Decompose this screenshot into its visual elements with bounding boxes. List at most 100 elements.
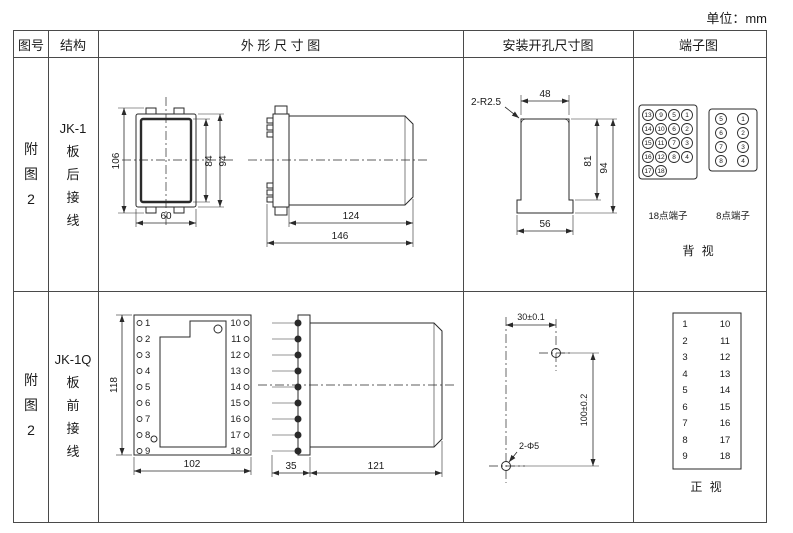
terminal-number: 15 xyxy=(720,402,731,413)
terminal-number: 12 xyxy=(657,154,665,161)
inner-frame xyxy=(159,320,227,448)
header-outline-dims: 外 形 尺 寸 图 xyxy=(240,37,321,53)
view-label-front: 正 视 xyxy=(690,479,723,494)
terminal-number: 4 xyxy=(682,369,687,380)
terminal-number: 2 xyxy=(741,130,745,137)
terminal-number: 2 xyxy=(685,126,689,133)
label-8-point: 8点端子 xyxy=(716,210,750,222)
panel-cutout xyxy=(516,118,574,214)
terminal-number: 13 xyxy=(644,112,652,119)
dim-106: 106 xyxy=(111,152,122,169)
dim-30: 30±0.1 xyxy=(517,312,544,322)
hole-pattern xyxy=(489,317,573,483)
side-view xyxy=(248,105,430,216)
dim-118: 118 xyxy=(109,377,120,393)
hole-diameter-note: 2-Φ5 xyxy=(519,441,539,451)
terminal-number: 18 xyxy=(720,451,731,462)
terminal-block-18: 13 9 5 1 14 10 6 2 15 11 7 3 16 12 8 4 1… xyxy=(638,104,698,180)
table-gridline xyxy=(633,31,634,522)
terminal-number: 7 xyxy=(682,418,687,429)
row2-terminal-diagram: 1 10 2 11 3 12 4 13 5 14 6 15 7 16 8 17 … xyxy=(672,312,742,494)
dim-35: 35 xyxy=(285,461,297,472)
terminal-number: 12 xyxy=(720,352,731,363)
table-gridline xyxy=(14,57,766,58)
terminal-number: 5 xyxy=(682,385,687,396)
terminal-number: 10 xyxy=(657,126,665,133)
dim-60: 60 xyxy=(160,211,172,222)
terminal-number: 16 xyxy=(644,154,652,161)
row1-fig-no: 附 图 2 xyxy=(24,140,38,207)
label-18-point: 18点端子 xyxy=(648,210,688,222)
relay-cover-front xyxy=(139,117,193,204)
terminal-number: 12 xyxy=(230,350,241,361)
dim-94-mounting: 94 xyxy=(599,162,610,174)
terminal-block-8: 5 1 6 2 7 3 8 4 xyxy=(708,108,758,172)
terminal-number: 10 xyxy=(230,318,241,329)
terminal-number: 16 xyxy=(720,418,731,429)
dim-94: 94 xyxy=(218,155,229,167)
terminal-number: 5 xyxy=(672,112,676,119)
terminal-number: 4 xyxy=(685,154,689,161)
relay-body-front xyxy=(135,113,197,208)
table-gridline xyxy=(463,31,464,522)
mounting-hole xyxy=(501,461,511,471)
row2-mounting-drawing: 30±0.1 100±0.2 2-Φ5 xyxy=(489,312,599,483)
front-view: 1 2 3 4 5 6 7 8 9 10 11 12 13 14 15 16 1… xyxy=(133,314,252,457)
row1-terminal-diagram: 13 9 5 1 14 10 6 2 15 11 7 3 16 12 8 4 1… xyxy=(638,104,758,258)
cutout-dims: 2-R2.5 48 81 94 56 xyxy=(471,89,617,235)
terminal-number: 7 xyxy=(145,414,150,425)
terminal-number: 6 xyxy=(682,402,687,413)
terminal-number: 14 xyxy=(644,126,652,133)
row2-outline-drawing: 1 2 3 4 5 6 7 8 9 10 11 12 13 14 15 16 1… xyxy=(109,314,456,477)
terminal-number: 9 xyxy=(659,112,663,119)
terminal-number: 14 xyxy=(230,382,241,393)
header-mounting-dims: 安装开孔尺寸图 xyxy=(502,37,594,53)
terminal-number: 3 xyxy=(682,352,687,363)
unit-label: 单位：mm xyxy=(706,11,767,26)
dim-84: 84 xyxy=(204,155,215,167)
terminal-number: 11 xyxy=(720,336,730,347)
dim-56: 56 xyxy=(539,219,551,230)
terminal-number: 6 xyxy=(719,130,723,137)
terminal-number: 1 xyxy=(685,112,689,119)
terminal-number: 17 xyxy=(644,168,652,175)
header-structure: 结构 xyxy=(59,37,86,53)
row1-mounting-drawing: 2-R2.5 48 81 94 56 xyxy=(471,89,617,235)
terminal-table: 1 10 2 11 3 12 4 13 5 14 6 15 7 16 8 17 … xyxy=(672,312,742,470)
terminal-number: 8 xyxy=(145,430,150,441)
dim-102: 102 xyxy=(184,459,201,470)
front-view-dims: 106 84 94 60 xyxy=(111,107,229,227)
terminal-number: 10 xyxy=(720,319,731,330)
terminal-number: 7 xyxy=(719,144,723,151)
screw-hole xyxy=(150,435,158,443)
side-view-dims: 35 121 xyxy=(271,441,443,477)
terminal-number: 11 xyxy=(231,334,241,345)
terminal-number: 4 xyxy=(145,366,150,377)
dim-100: 100±0.2 xyxy=(579,394,589,426)
terminal-number: 5 xyxy=(719,116,723,123)
row2-structure: JK-1Q 板 前 接 线 xyxy=(54,352,92,459)
screw-hole xyxy=(213,324,223,334)
terminal-number: 18 xyxy=(230,446,241,457)
row2-fig-no: 附 图 2 xyxy=(24,372,38,438)
dim-121: 121 xyxy=(368,461,385,472)
terminal-number: 16 xyxy=(230,414,241,425)
view-label-back: 背 视 xyxy=(682,243,715,258)
terminal-number: 7 xyxy=(672,140,676,147)
terminal-number: 9 xyxy=(682,451,687,462)
side-view xyxy=(258,314,456,456)
row1-structure: JK-1 板 后 接 线 xyxy=(59,120,87,228)
terminal-number: 3 xyxy=(741,144,745,151)
terminal-number: 13 xyxy=(230,366,241,377)
terminal-number: 11 xyxy=(658,140,665,147)
dim-81: 81 xyxy=(583,155,594,167)
relay-body-front xyxy=(133,314,252,456)
terminal-number: 3 xyxy=(685,140,689,147)
terminal-number: 8 xyxy=(682,435,687,446)
terminal-number: 1 xyxy=(741,116,745,123)
row1-outline-drawing: 106 84 94 60 xyxy=(111,97,430,247)
terminal-number: 9 xyxy=(145,446,150,457)
radius-note: 2-R2.5 xyxy=(471,97,501,108)
relay-flange-side xyxy=(272,113,290,208)
